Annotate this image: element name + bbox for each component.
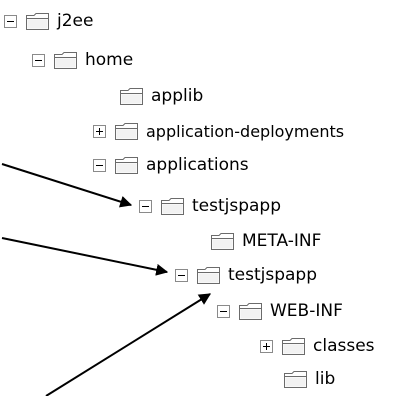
arrow-to-web-inf [45,293,212,396]
tree-node-label: applib [151,86,204,106]
arrow-to-testjspapp-2 [1,237,169,276]
tree-node-label: application-deployments [146,121,345,141]
expand-icon[interactable] [260,339,273,353]
tree-node-label: classes [313,336,375,356]
tree-node-lib[interactable]: lib [283,364,335,394]
tree-node-label: META-INF [242,231,322,251]
collapse-icon[interactable] [93,158,106,172]
tree-node-testjspapp[interactable]: testjspapp [139,191,281,221]
collapse-icon[interactable] [175,268,188,282]
tree-node-applications[interactable]: applications [93,150,249,180]
tree-node-applib[interactable]: applib [119,81,203,111]
tree-node-label: testjspapp [192,196,282,216]
tree-node-application-deployments[interactable]: application-deployments [93,116,344,146]
tree-node-j2ee[interactable]: j2ee [4,6,93,36]
collapse-icon[interactable] [4,14,17,28]
tree-node-web-inf[interactable]: WEB-INF [217,296,343,326]
collapse-icon[interactable] [217,304,230,318]
arrow-to-testjspapp-1 [1,163,133,208]
tree-node-label: home [85,50,134,70]
expand-icon[interactable] [93,124,106,138]
collapse-icon[interactable] [139,199,152,213]
tree-node-home[interactable]: home [32,45,133,75]
tree-node-label: testjspapp [228,265,318,285]
tree-node-label: WEB-INF [270,301,343,321]
tree-node-meta-inf[interactable]: META-INF [210,226,321,256]
collapse-icon[interactable] [32,53,45,67]
tree-node-classes[interactable]: classes [260,331,375,361]
tree-node-label: lib [315,369,336,389]
tree-node-label: applications [146,155,249,175]
tree-node-testjspapp[interactable]: testjspapp [175,260,317,290]
tree-node-label: j2ee [57,11,94,31]
